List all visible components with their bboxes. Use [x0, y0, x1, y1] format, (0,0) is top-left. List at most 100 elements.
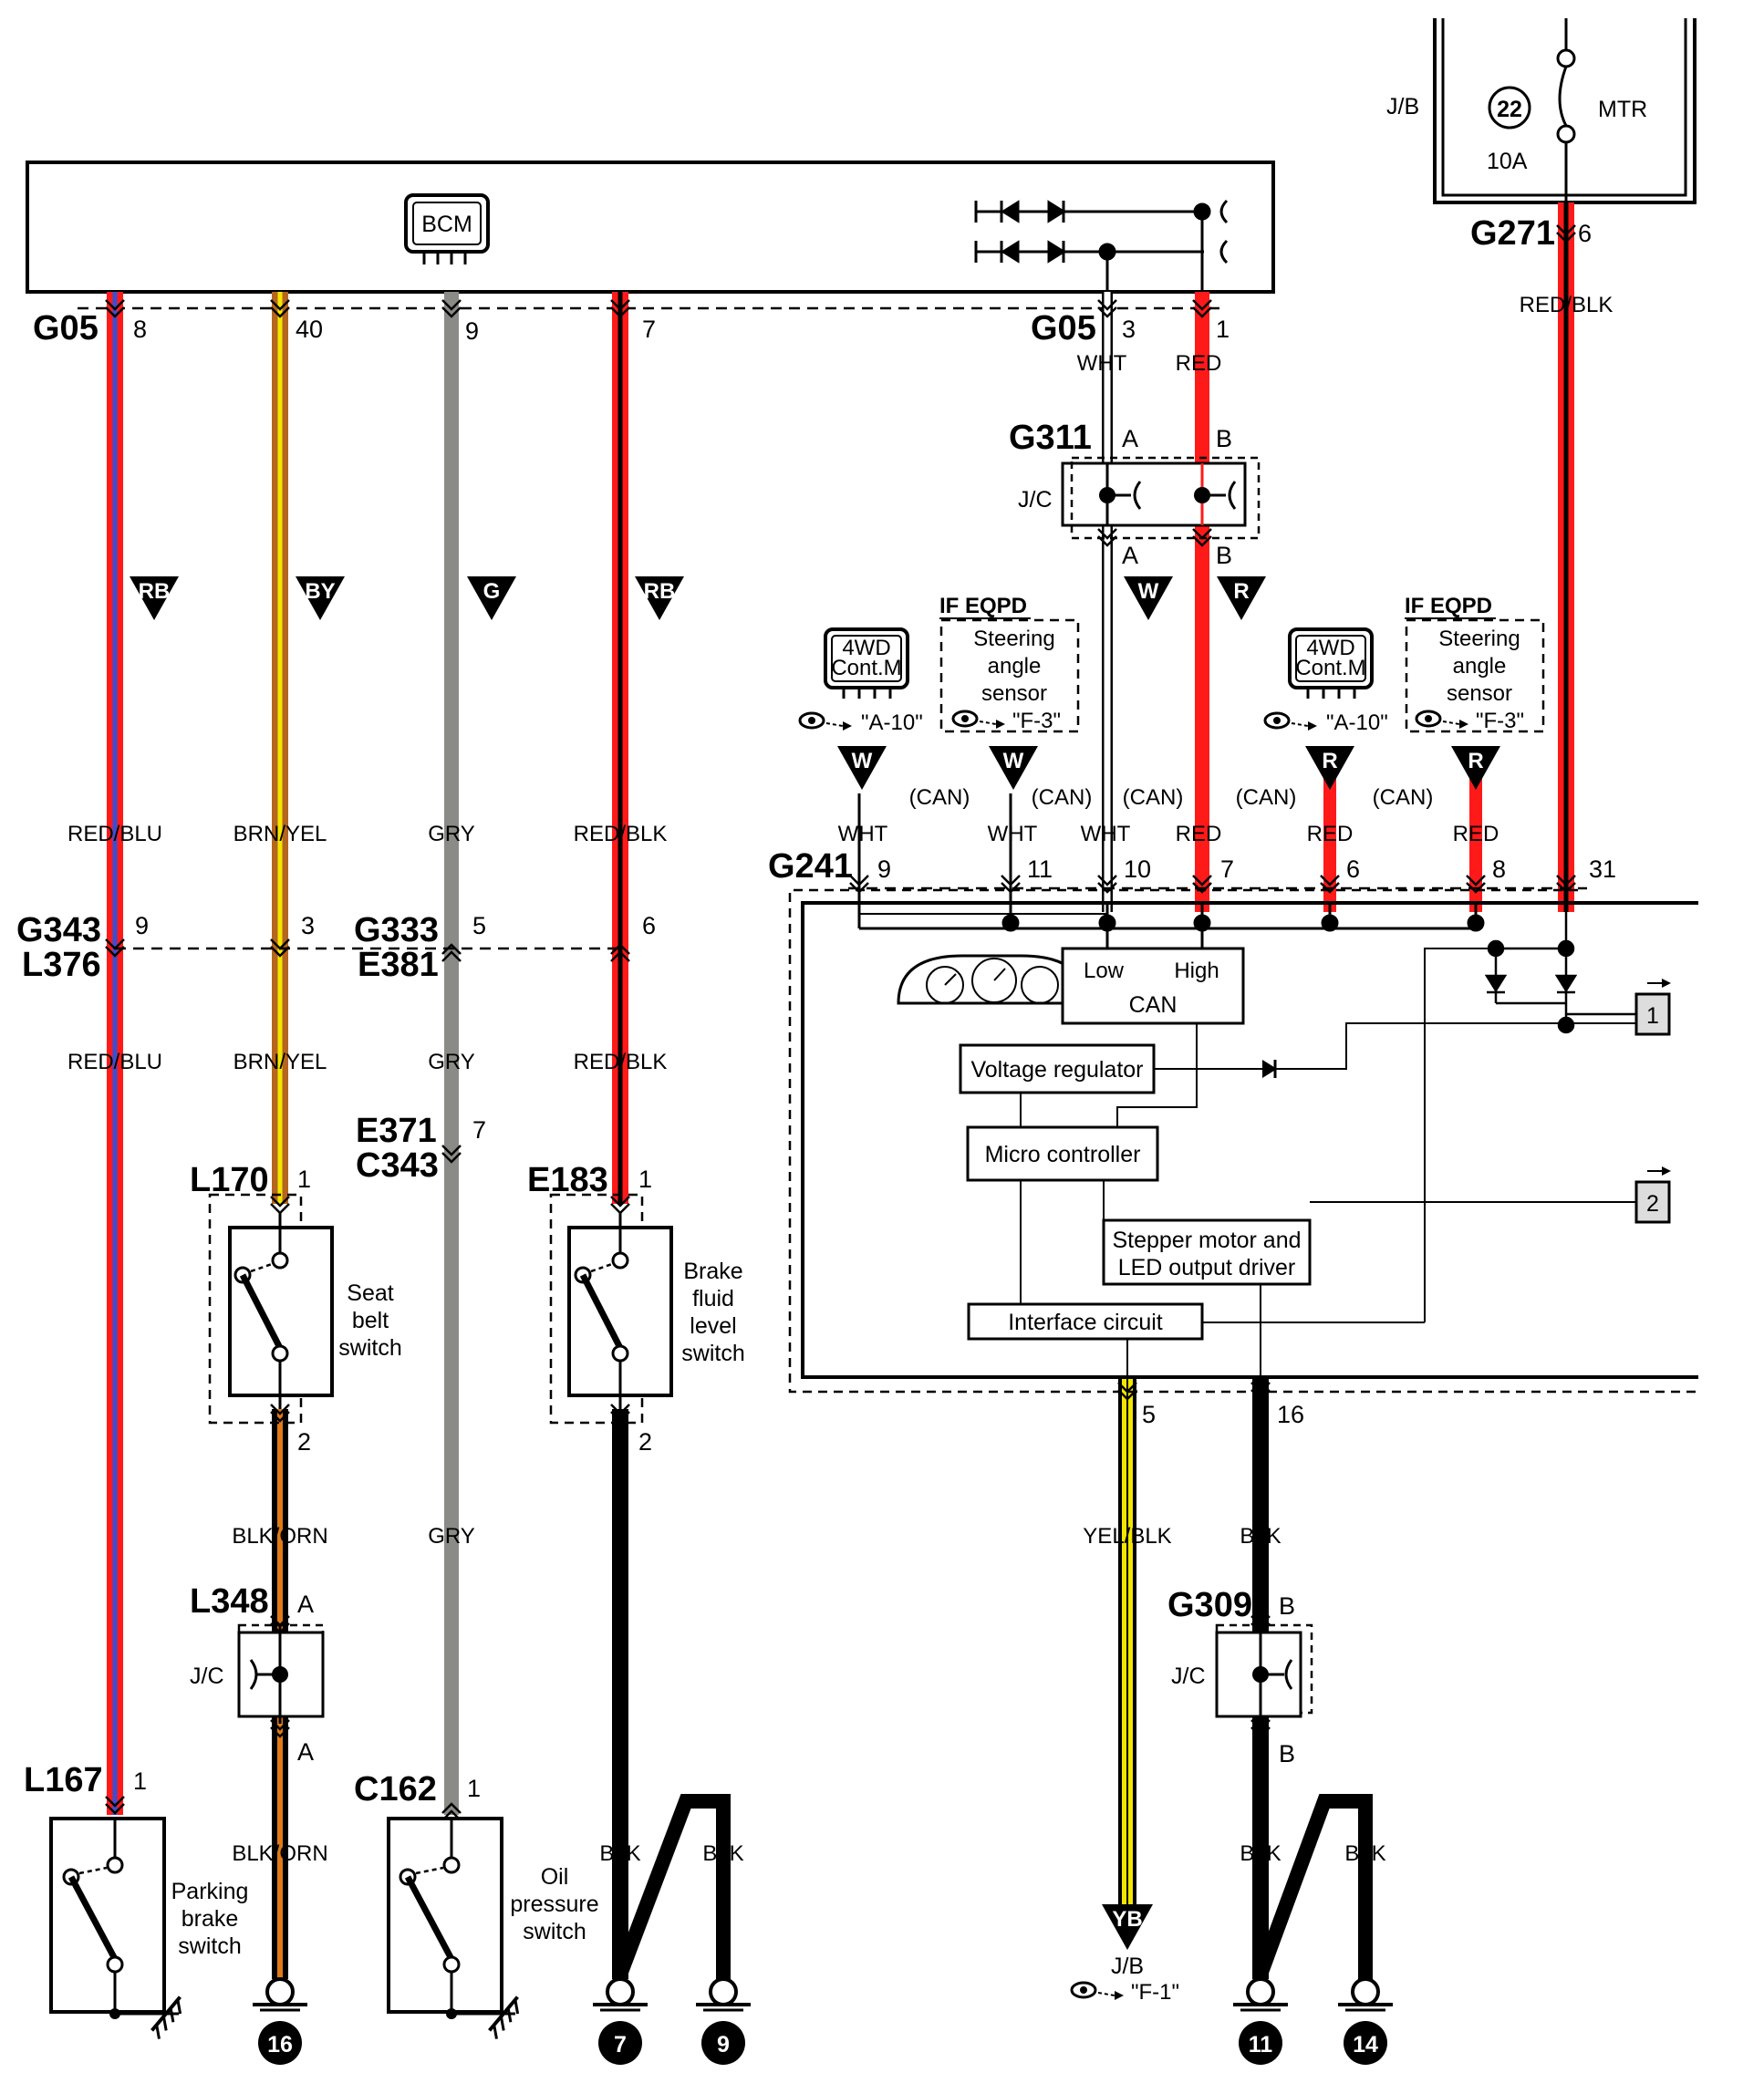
can-bus-internal: [857, 903, 1485, 948]
pin-g309-b-bottom: B: [1279, 1740, 1295, 1767]
voltage-regulator-label: Voltage regulator: [970, 1057, 1143, 1083]
pin-g241-31: 31: [1589, 855, 1616, 883]
ground-11-text: 11: [1249, 2032, 1273, 2057]
pin-g271-6: 6: [1578, 220, 1592, 247]
pin-g311-a-top: A: [1122, 425, 1138, 452]
g311-junction: G311 A B J/C A B: [1009, 419, 1261, 569]
oil-label-2: pressure: [510, 1892, 598, 1917]
pin-e183-1: 1: [638, 1166, 652, 1193]
pin-g343-9: 9: [135, 912, 149, 939]
diode-voltage-input: [1262, 1060, 1277, 1078]
pin-l348-a-bottom: A: [297, 1738, 314, 1766]
wire-label-red-blk-top: RED/BLK: [1520, 293, 1614, 317]
fuse-icon: [1556, 48, 1576, 68]
pin-g05-9: 9: [465, 317, 479, 345]
wire-label-brn-yel-1: BRN/YEL: [233, 822, 327, 846]
ground-14: 14: [1338, 1977, 1393, 2065]
pin-g241-8: 8: [1492, 855, 1506, 883]
seat-label-1: Seat: [347, 1280, 393, 1306]
tag-w-1: W: [1124, 576, 1173, 620]
ref-a10-right: "A-10": [1326, 710, 1388, 735]
ground-7: 7: [593, 1977, 648, 2065]
can-label-2: (CAN): [1032, 785, 1093, 810]
connector-l376: L376: [22, 946, 101, 984]
pin-g05-3: 3: [1122, 316, 1136, 343]
steer-left-line2: angle: [988, 654, 1042, 679]
jc-label-l348: J/C: [190, 1664, 224, 1689]
ref-f3-right: "F-3": [1476, 709, 1524, 733]
wire-label-gry-2: GRY: [428, 1050, 475, 1074]
connector-g05-right: G05: [1031, 309, 1096, 347]
brake-label-2: fluid: [692, 1286, 734, 1311]
fuse-name: MTR: [1598, 97, 1647, 122]
steering-angle-sensor-right: IF EQPD Steering angle sensor "F-3" R: [1405, 594, 1545, 790]
can-label-4: (CAN): [1236, 785, 1297, 810]
pin-e183-2: 2: [638, 1428, 652, 1456]
4wd-left-line1: 4WD: [842, 636, 890, 660]
bcm-label: BCM: [421, 212, 472, 237]
micro-controller-label: Micro controller: [985, 1142, 1141, 1167]
wire-label-red-8: RED: [1453, 822, 1499, 846]
ground-11: 11: [1233, 1977, 1288, 2065]
pin-g333-6: 6: [642, 912, 656, 939]
connector-g309: G309: [1167, 1586, 1252, 1624]
jc-label-g309: J/C: [1171, 1664, 1206, 1689]
oil-label-1: Oil: [541, 1864, 569, 1890]
tag-rb-1: RB: [130, 576, 179, 620]
ground-16-text: 16: [267, 2032, 293, 2057]
tag-w-steer-left: W: [1003, 749, 1024, 773]
pin-g343-3: 3: [301, 912, 315, 939]
brake-label-3: level: [690, 1313, 736, 1339]
tag-by: BY: [296, 576, 345, 620]
pin-g241-11: 11: [1027, 855, 1053, 883]
wire-label-blk-7: BLK: [599, 1841, 640, 1866]
pin-l170-1: 1: [297, 1166, 311, 1193]
pin-e371-7: 7: [472, 1116, 486, 1144]
pin-g05-40: 40: [296, 316, 323, 343]
steer-right-line1: Steering: [1438, 627, 1520, 651]
interface-circuit-box: Interface circuit: [967, 1302, 1204, 1341]
wire-label-wht-9: WHT: [838, 822, 888, 846]
4wd-cont-module-right: 4WD Cont.M "A-10" R: [1263, 627, 1388, 790]
pin-g05-1: 1: [1216, 316, 1230, 343]
tag-g: G: [467, 576, 516, 620]
brake-fluid-level-switch: E183 1 2 Brake fluid level switch: [527, 1161, 745, 1456]
can-box-label: CAN: [1129, 992, 1178, 1018]
oil-pressure-switch: C162 1 Oil pressure switch: [354, 1770, 599, 2041]
output-ref-2-text: 2: [1646, 1191, 1659, 1217]
connector-g333: G333: [354, 911, 439, 949]
pin-g241-6: 6: [1346, 855, 1360, 883]
ground-16: 16: [253, 1977, 307, 2065]
voltage-regulator-box: Voltage regulator: [959, 1043, 1156, 1094]
ground-7-text: 7: [614, 2032, 627, 2057]
can-transceiver-box: Low High CAN: [1061, 947, 1245, 1025]
tag-r-4wd-right: R: [1322, 749, 1337, 773]
can-high-label: High: [1174, 959, 1219, 983]
jc-label-g311: J/C: [1018, 487, 1053, 513]
ref-f3-left: "F-3": [1012, 709, 1061, 733]
bcm-module-box: [26, 161, 1275, 294]
connector-g343: G343: [16, 911, 101, 949]
ref-f1: "F-1": [1131, 1980, 1179, 2005]
wire-label-gry-1: GRY: [428, 822, 475, 846]
can-label-3: (CAN): [1123, 785, 1184, 810]
pin-c162-1: 1: [467, 1775, 481, 1802]
pin-g241-7: 7: [1220, 855, 1234, 883]
pin-g05-7: 7: [642, 316, 656, 343]
wire-label-wht-10: WHT: [1081, 822, 1131, 846]
pin-l167-1: 1: [133, 1767, 147, 1795]
tag-r-1-text: R: [1233, 579, 1249, 604]
4wd-right-line1: 4WD: [1306, 636, 1354, 660]
pin-g241-16: 16: [1277, 1401, 1304, 1428]
ground-9: 9: [696, 1977, 751, 2065]
connector-g241: G241: [768, 847, 853, 886]
tag-rb-2-text: RB: [644, 579, 676, 604]
tag-by-text: BY: [305, 579, 335, 604]
oil-label-3: switch: [523, 1919, 586, 1944]
tag-w-4wd-left: W: [852, 749, 873, 773]
4wd-left-line2: Cont.M: [831, 656, 901, 680]
park-label-2: brake: [182, 1906, 239, 1932]
pin-g333-5: 5: [472, 912, 486, 939]
connector-g271: G271: [1470, 214, 1555, 253]
